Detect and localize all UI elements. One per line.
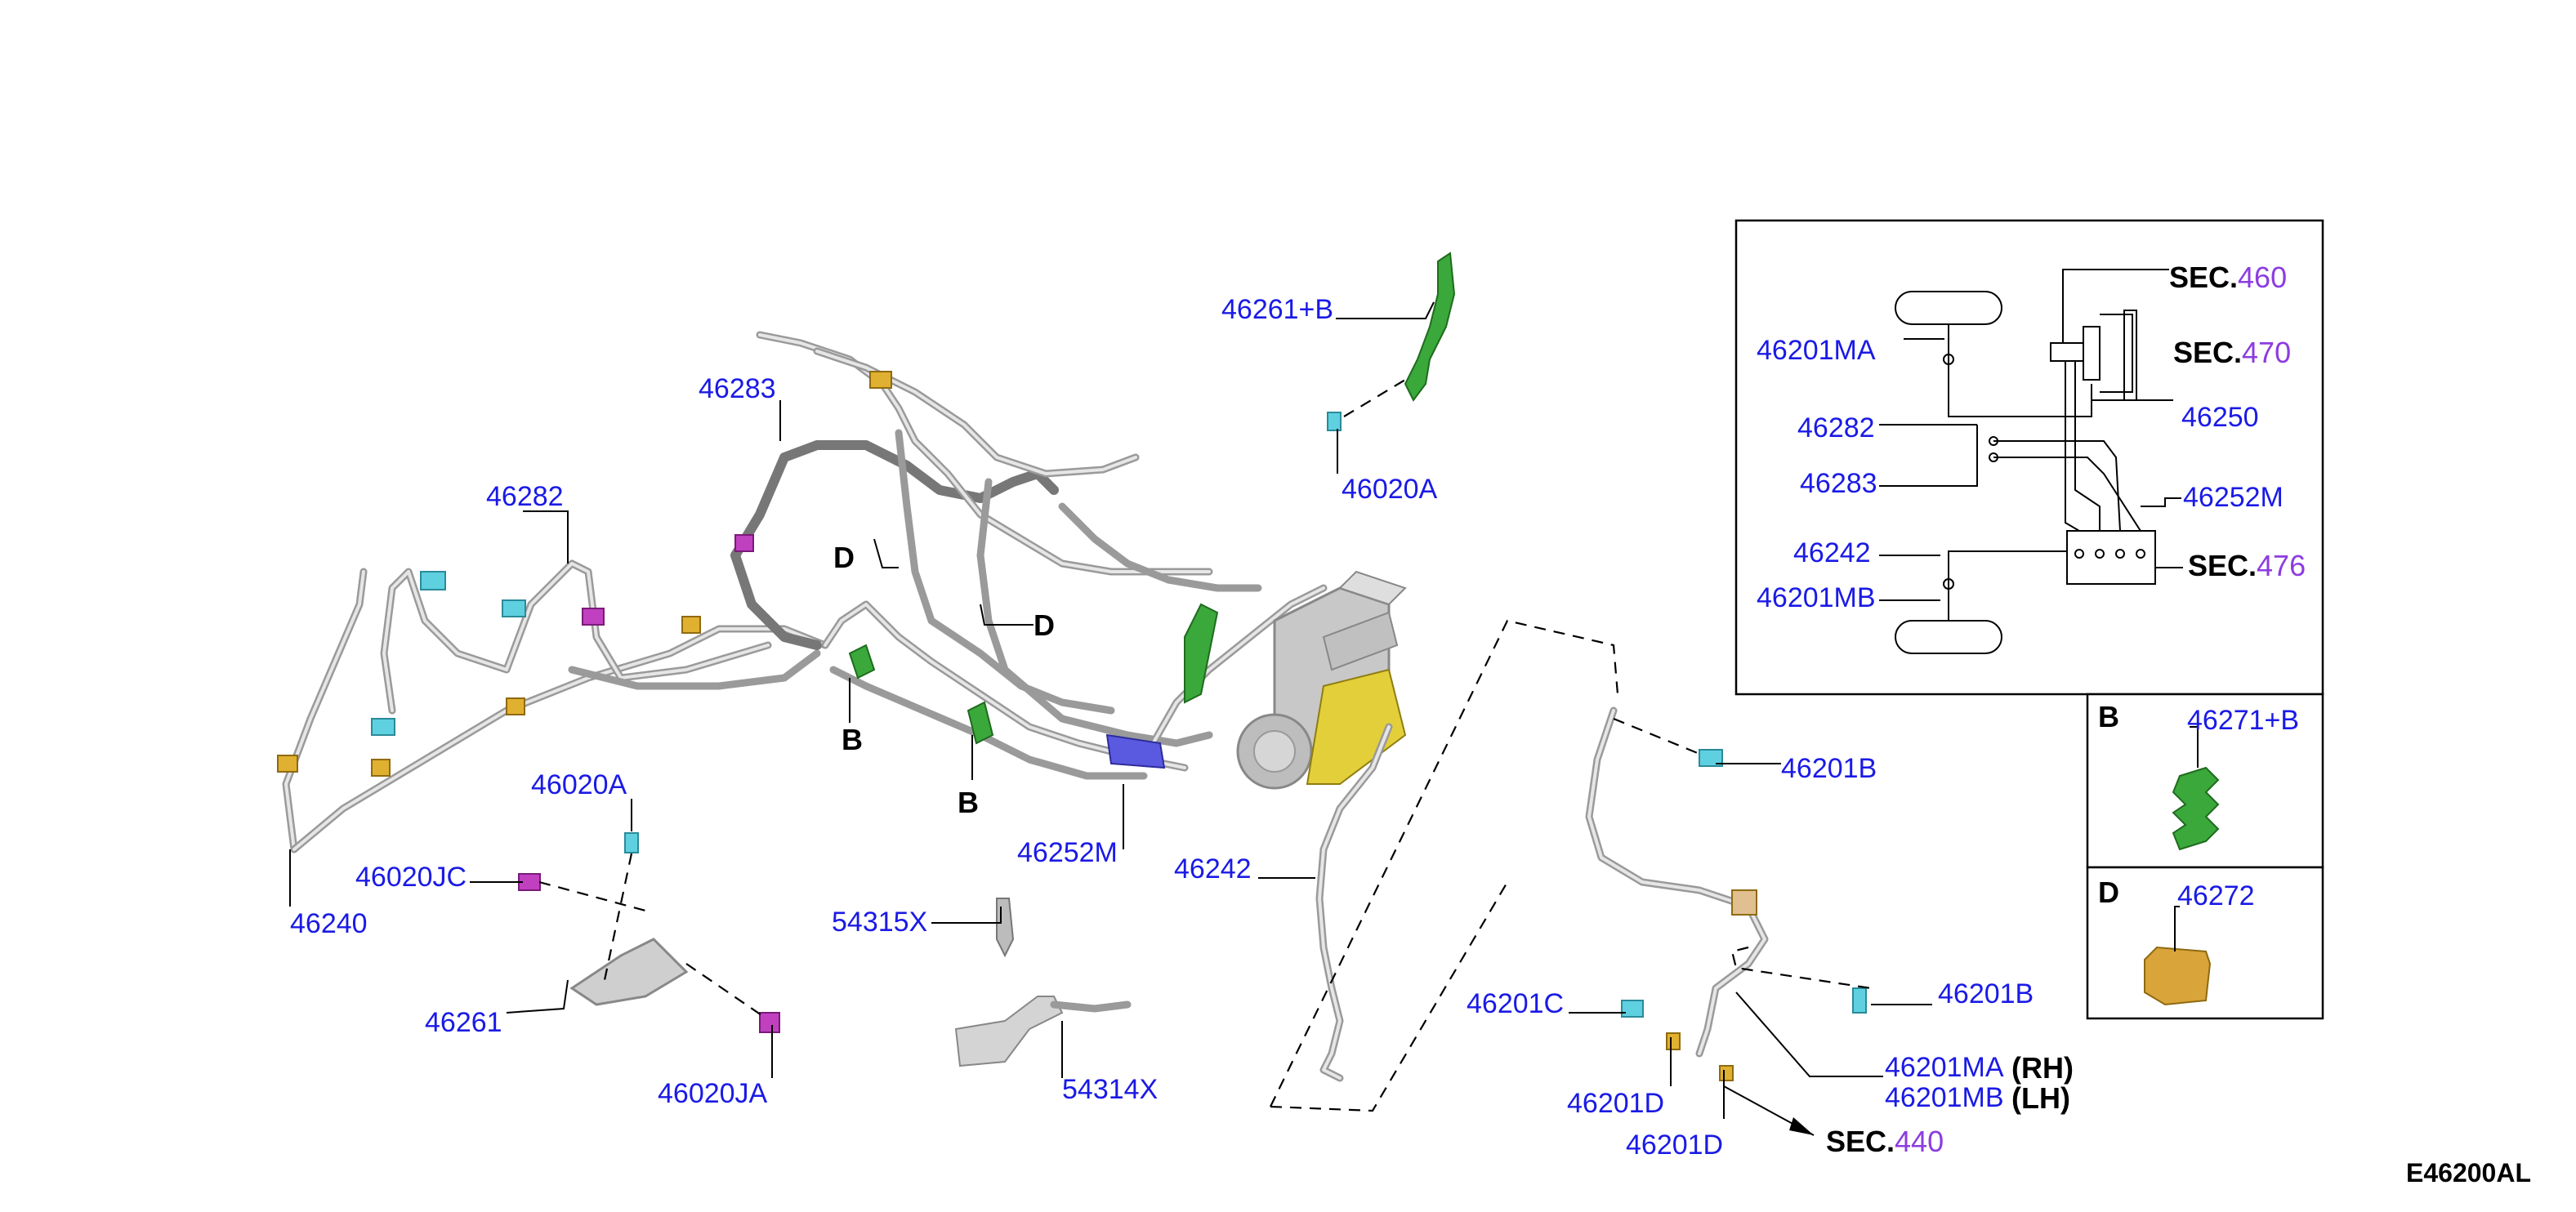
inset-section-prefix-476: SEC. <box>2188 549 2257 582</box>
inset-label-46282: 46282 <box>1797 412 1875 443</box>
brake-tube-46240 <box>282 568 829 853</box>
detail-d-letter: D <box>2098 876 2119 909</box>
label-46201b-a: 46201B <box>1781 753 1877 784</box>
detail-box-b <box>2086 693 2324 869</box>
detail-d-part: 46272 <box>2177 880 2255 911</box>
leader-lines <box>289 301 1932 1136</box>
inset-section-number-460: 460 <box>2238 261 2287 294</box>
schematic-inset <box>1734 219 2324 696</box>
bracket-46261 <box>518 832 780 1033</box>
callout-d-2: D <box>1034 608 1055 642</box>
detail-box-d <box>2086 866 2324 1020</box>
section-prefix: SEC. <box>1826 1125 1895 1158</box>
green-clip-mid <box>848 603 1219 745</box>
label-54315x: 54315X <box>832 907 927 938</box>
bracket-54314X <box>954 996 1132 1067</box>
label-46282: 46282 <box>486 481 564 512</box>
detail-b-letter: B <box>2098 700 2119 733</box>
clips-left <box>277 371 892 777</box>
inset-section-number-470: 470 <box>2242 336 2291 369</box>
label-54314x: 54314X <box>1062 1074 1158 1105</box>
label-rh: (RH) <box>2011 1051 2074 1085</box>
inset-section-476: SEC.476 <box>2188 549 2306 582</box>
label-46020a-mid: 46020A <box>531 769 627 800</box>
label-46261b-top: 46261+B <box>1221 294 1333 325</box>
inset-label-46250: 46250 <box>2181 402 2259 433</box>
inset-section-470: SEC.470 <box>2173 336 2291 369</box>
label-46020jc: 46020JC <box>355 862 467 893</box>
inset-label-46252m: 46252M <box>2183 482 2284 513</box>
brake-tube-46283 <box>730 331 1262 747</box>
inset-label-46201mb: 46201MB <box>1757 582 1876 613</box>
label-46261: 46261 <box>425 1007 502 1038</box>
section-number-440: 440 <box>1895 1125 1944 1158</box>
clip-46272-icon <box>2144 946 2212 1006</box>
inset-section-460: SEC.460 <box>2169 261 2287 294</box>
label-46201mb: 46201MB <box>1885 1082 2004 1113</box>
clip-46271b-icon <box>2172 766 2220 851</box>
inset-label-46201ma: 46201MA <box>1757 335 1876 366</box>
inset-section-prefix-470: SEC. <box>2173 336 2242 369</box>
label-46020ja: 46020JA <box>658 1078 768 1109</box>
section-ref-440: SEC.440 <box>1826 1125 1944 1158</box>
label-46201ma: 46201MA <box>1885 1052 2004 1083</box>
callout-d-1: D <box>833 541 855 574</box>
label-46201c: 46201C <box>1467 988 1564 1019</box>
diagram-id: E46200AL <box>2406 1158 2531 1187</box>
label-46242: 46242 <box>1174 853 1252 884</box>
schematic-actuator-box <box>2066 530 2156 585</box>
callout-b-2: B <box>958 786 979 819</box>
label-46020a-top: 46020A <box>1342 474 1438 505</box>
inset-section-prefix-460: SEC. <box>2169 261 2238 294</box>
connector-46252M <box>1105 733 1166 769</box>
inset-label-46242: 46242 <box>1793 537 1871 568</box>
inset-label-46283: 46283 <box>1800 468 1877 499</box>
brake-tube-46282 <box>380 559 821 715</box>
label-46201b-b: 46201B <box>1938 978 2034 1009</box>
bracket-54315X <box>996 898 1015 958</box>
label-46201d-a: 46201D <box>1567 1088 1664 1119</box>
dashed-group-frame <box>1270 619 1619 1112</box>
label-46283: 46283 <box>699 373 776 404</box>
inset-section-number-476: 476 <box>2257 549 2306 582</box>
label-46201d-b: 46201D <box>1626 1130 1723 1161</box>
bolt-46020A-top <box>1327 379 1406 431</box>
label-46240: 46240 <box>290 908 368 939</box>
brake-hose-46201 <box>1585 706 1872 1081</box>
label-lh: (LH) <box>2011 1081 2070 1115</box>
detail-b-part: 46271+B <box>2187 705 2299 736</box>
label-46252m: 46252M <box>1017 837 1118 868</box>
abs-actuator <box>1236 570 1407 790</box>
callout-b-1: B <box>842 723 863 756</box>
bracket-46261B <box>1404 252 1456 402</box>
brake-tube-46242 <box>1315 723 1393 1082</box>
